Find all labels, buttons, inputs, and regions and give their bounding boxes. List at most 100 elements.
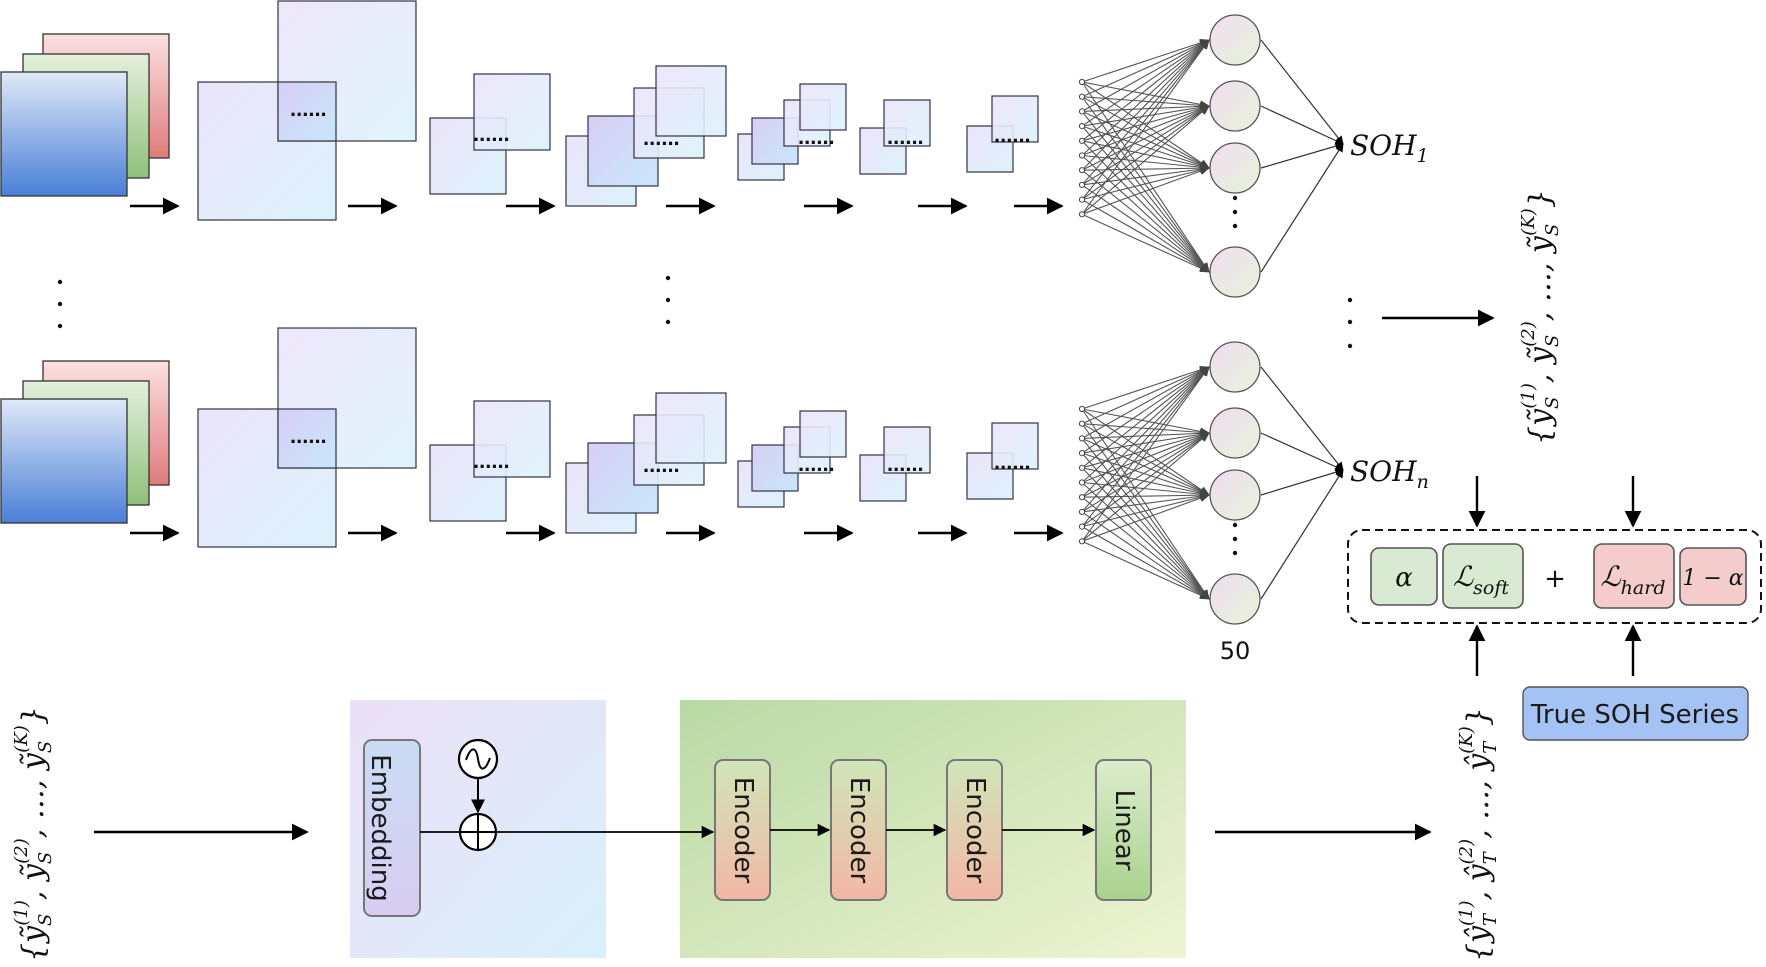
loss-block: α ℒsoft + ℒhard 1 − α True SOH Series xyxy=(1347,476,1762,741)
fc-edge xyxy=(1081,452,1210,496)
fc-input-node xyxy=(1078,523,1086,530)
fc-edge xyxy=(1081,39,1210,83)
fc-edge xyxy=(1081,39,1210,98)
svg-text:......: ...... xyxy=(290,423,327,448)
branch-vertical-ellipsis xyxy=(57,275,1353,349)
teacher-output-set: {ỹS(1), ỹS(2), …, ỹS(K)} xyxy=(1518,189,1563,445)
fc-edge xyxy=(1081,467,1210,498)
svg-text:......: ...... xyxy=(290,96,327,121)
fc-edge xyxy=(1081,164,1210,173)
fc-neuron-ellipsis xyxy=(1232,550,1238,556)
fc-neuron-ellipsis xyxy=(1232,522,1238,528)
fc-neuron xyxy=(1209,14,1261,66)
fc-neuron xyxy=(1209,142,1261,194)
positional-encoding-icon xyxy=(457,738,499,814)
fc-input-node xyxy=(1078,479,1086,486)
fc-edge xyxy=(1081,39,1210,112)
fc-edge xyxy=(1081,140,1210,171)
svg-text:Encoder: Encoder xyxy=(728,777,758,884)
fc-edge xyxy=(1081,366,1210,527)
fc-neuron xyxy=(1209,573,1261,625)
fc-output-edge xyxy=(1260,105,1344,145)
svg-text:......: ...... xyxy=(887,451,924,476)
fc-input-node xyxy=(1078,108,1086,115)
fc-edge xyxy=(1081,467,1210,600)
fc-edge xyxy=(1081,430,1210,454)
svg-text:Encoder: Encoder xyxy=(844,777,874,884)
svg-text:Embedding: Embedding xyxy=(365,754,395,901)
fc-output-edge xyxy=(1260,469,1344,600)
fc-input-node xyxy=(1078,152,1086,159)
fc-edge xyxy=(1081,105,1210,201)
fc-edge xyxy=(1081,366,1210,439)
svg-text:......: ...... xyxy=(887,124,924,149)
hard-loss-box xyxy=(1593,543,1675,609)
fc-neuron xyxy=(1209,341,1261,393)
svg-text:{ỹS(1), ỹS(2), …, ỹS(K)}: {ỹS(1), ỹS(2), …, ỹS(K)} xyxy=(11,706,56,962)
fc-edge xyxy=(1081,154,1210,172)
fc-edge xyxy=(1081,366,1210,498)
fc-neuron xyxy=(1209,407,1261,459)
add-icon xyxy=(458,812,498,852)
fc-neuron-ellipsis xyxy=(1232,209,1238,215)
fc-edge xyxy=(1081,81,1210,109)
svg-text:Encoder: Encoder xyxy=(960,777,990,884)
svg-text:......: ...... xyxy=(473,448,510,473)
soh-output-bottom: SOHn xyxy=(1350,455,1429,493)
fc-edge xyxy=(1081,39,1210,127)
alpha-box xyxy=(1370,547,1438,606)
svg-text:+: + xyxy=(1544,564,1566,594)
fc-edge xyxy=(1081,432,1210,528)
student-input-set: {ỹS(1), ỹS(2), …, ỹS(K)} xyxy=(11,706,56,962)
fc-layer-bottom xyxy=(1078,341,1344,625)
fc-edge xyxy=(1081,526,1210,600)
svg-text:......: ...... xyxy=(798,451,835,476)
fc-edge xyxy=(1081,481,1210,499)
fc-neuron xyxy=(1209,80,1261,132)
svg-text:SOH1: SOH1 xyxy=(1350,129,1429,167)
fc-output-edge xyxy=(1260,142,1344,169)
fc-neuron xyxy=(1209,469,1261,521)
fc-edge xyxy=(1081,39,1210,186)
fc-edge xyxy=(1081,366,1210,513)
fc-edge xyxy=(1081,105,1210,171)
fc-edge xyxy=(1081,105,1210,186)
fc-neuron-ellipsis xyxy=(1232,223,1238,229)
fc-edge xyxy=(1081,199,1210,273)
fc-edge xyxy=(1081,429,1210,439)
fc-input-node xyxy=(1078,508,1086,515)
fc-input-node xyxy=(1078,211,1086,218)
fc-input-node xyxy=(1078,464,1086,471)
svg-text:......: ...... xyxy=(643,452,680,477)
fc-input-node xyxy=(1078,123,1086,130)
fc-edge xyxy=(1081,96,1210,169)
fc-edge xyxy=(1081,494,1210,542)
feature-maps xyxy=(197,0,1039,221)
fc-edge xyxy=(1081,366,1210,410)
svg-text:......: ...... xyxy=(798,124,835,149)
fc-edge xyxy=(1081,96,1210,110)
fc-edge xyxy=(1081,125,1210,273)
svg-text:SOHn: SOHn xyxy=(1350,455,1429,493)
fc-edge xyxy=(1081,437,1210,496)
fc-edge xyxy=(1081,492,1210,513)
input-channels xyxy=(0,360,170,524)
fc-edge xyxy=(1081,213,1210,273)
fc-edge xyxy=(1081,39,1210,142)
svg-text:Linear: Linear xyxy=(1109,790,1139,871)
fc-edge xyxy=(1081,511,1210,600)
fc-edge xyxy=(1081,408,1210,496)
svg-text:{ŷT(1), ŷT(2), …, ŷT(K)}: {ŷT(1), ŷT(2), …, ŷT(K)} xyxy=(1456,707,1501,962)
embedding-box xyxy=(363,739,421,917)
true-soh-series-box xyxy=(1522,686,1749,741)
fc-edge xyxy=(1081,423,1210,496)
fc-edge xyxy=(1081,104,1210,142)
one-minus-alpha-box xyxy=(1679,547,1747,606)
feature-maps xyxy=(197,327,1039,548)
linear-box xyxy=(1095,759,1152,901)
fc-neuron-ellipsis xyxy=(1232,536,1238,542)
svg-text:True SOH Series: True SOH Series xyxy=(1530,700,1739,730)
fc-neuron xyxy=(1209,246,1261,298)
fc-edge xyxy=(1081,366,1210,483)
